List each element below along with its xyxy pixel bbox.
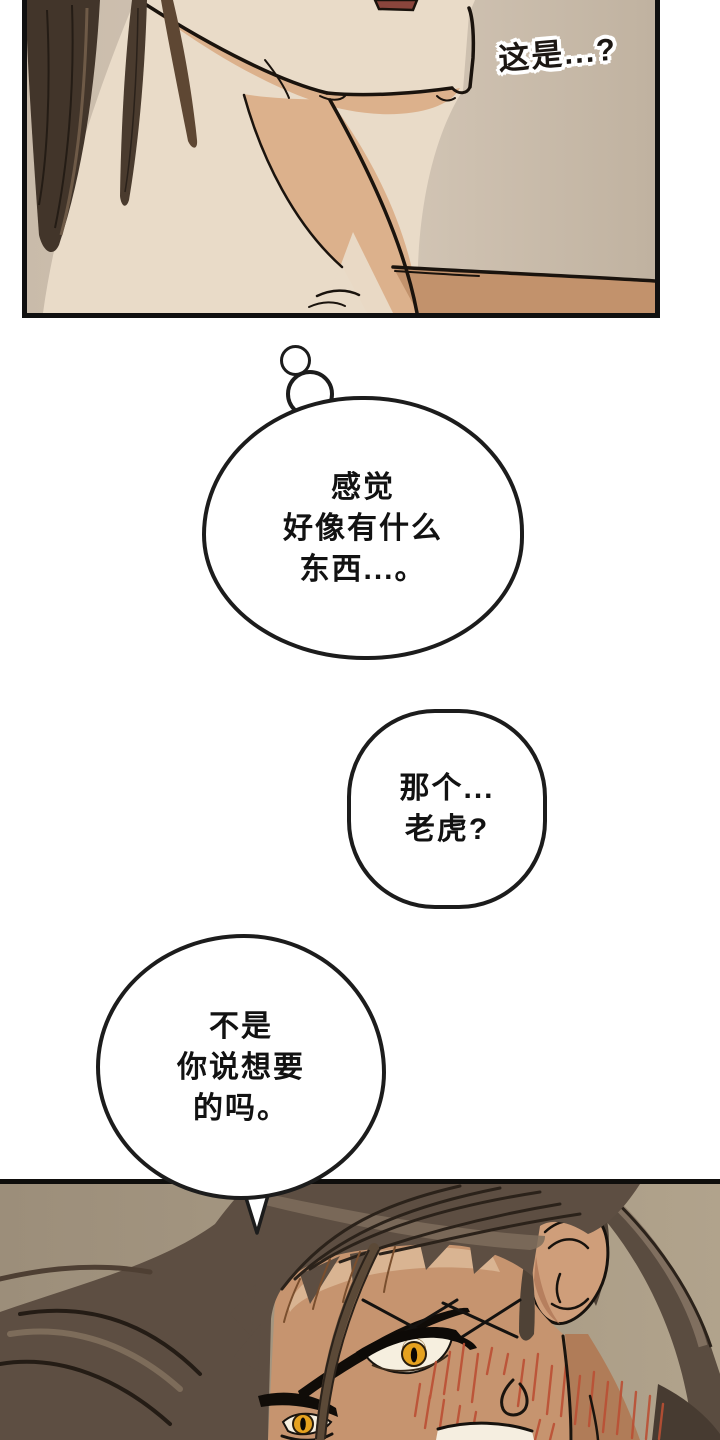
hair-locks bbox=[27, 0, 198, 253]
neck-highlight bbox=[323, 232, 393, 313]
mouth-fragment bbox=[373, 0, 419, 12]
neck-shadow bbox=[565, 1334, 640, 1440]
speech-bubble-2: 那个... 老虎? bbox=[347, 709, 547, 909]
neck-shadow bbox=[243, 94, 419, 313]
bubble-line: 感觉 bbox=[331, 470, 395, 504]
sweat-drop bbox=[500, 1378, 529, 1417]
ink-lines bbox=[143, 2, 655, 313]
face-hair-strand bbox=[315, 1243, 380, 1440]
bottom-panel bbox=[0, 1179, 720, 1440]
right-eye bbox=[356, 1326, 477, 1375]
jaw-lines bbox=[561, 1334, 600, 1440]
speech-bubble-3: 不是 你说想要 的吗。 bbox=[96, 934, 386, 1200]
bubble-line: 的吗。 bbox=[193, 1091, 289, 1125]
bubble-line: 那个... bbox=[399, 772, 495, 805]
mouth-highlight bbox=[436, 1421, 534, 1440]
bubble-line: 你说想要 bbox=[177, 1050, 305, 1084]
thought-bubble-1: 感觉 好像有什么 东西...。 bbox=[202, 396, 524, 660]
face-artwork bbox=[0, 1184, 720, 1440]
jaw-shadow bbox=[143, 4, 460, 115]
forehead-highlight bbox=[288, 1247, 500, 1312]
neck-artwork bbox=[27, 0, 655, 313]
bubble-line: 好像有什么 bbox=[283, 511, 443, 545]
bubble-line: 东西...。 bbox=[299, 552, 427, 586]
blush-lines bbox=[413, 1342, 665, 1440]
top-panel bbox=[22, 0, 660, 318]
bubble-line: 不是 bbox=[209, 1009, 273, 1043]
bubble-line: 老虎? bbox=[404, 813, 490, 846]
